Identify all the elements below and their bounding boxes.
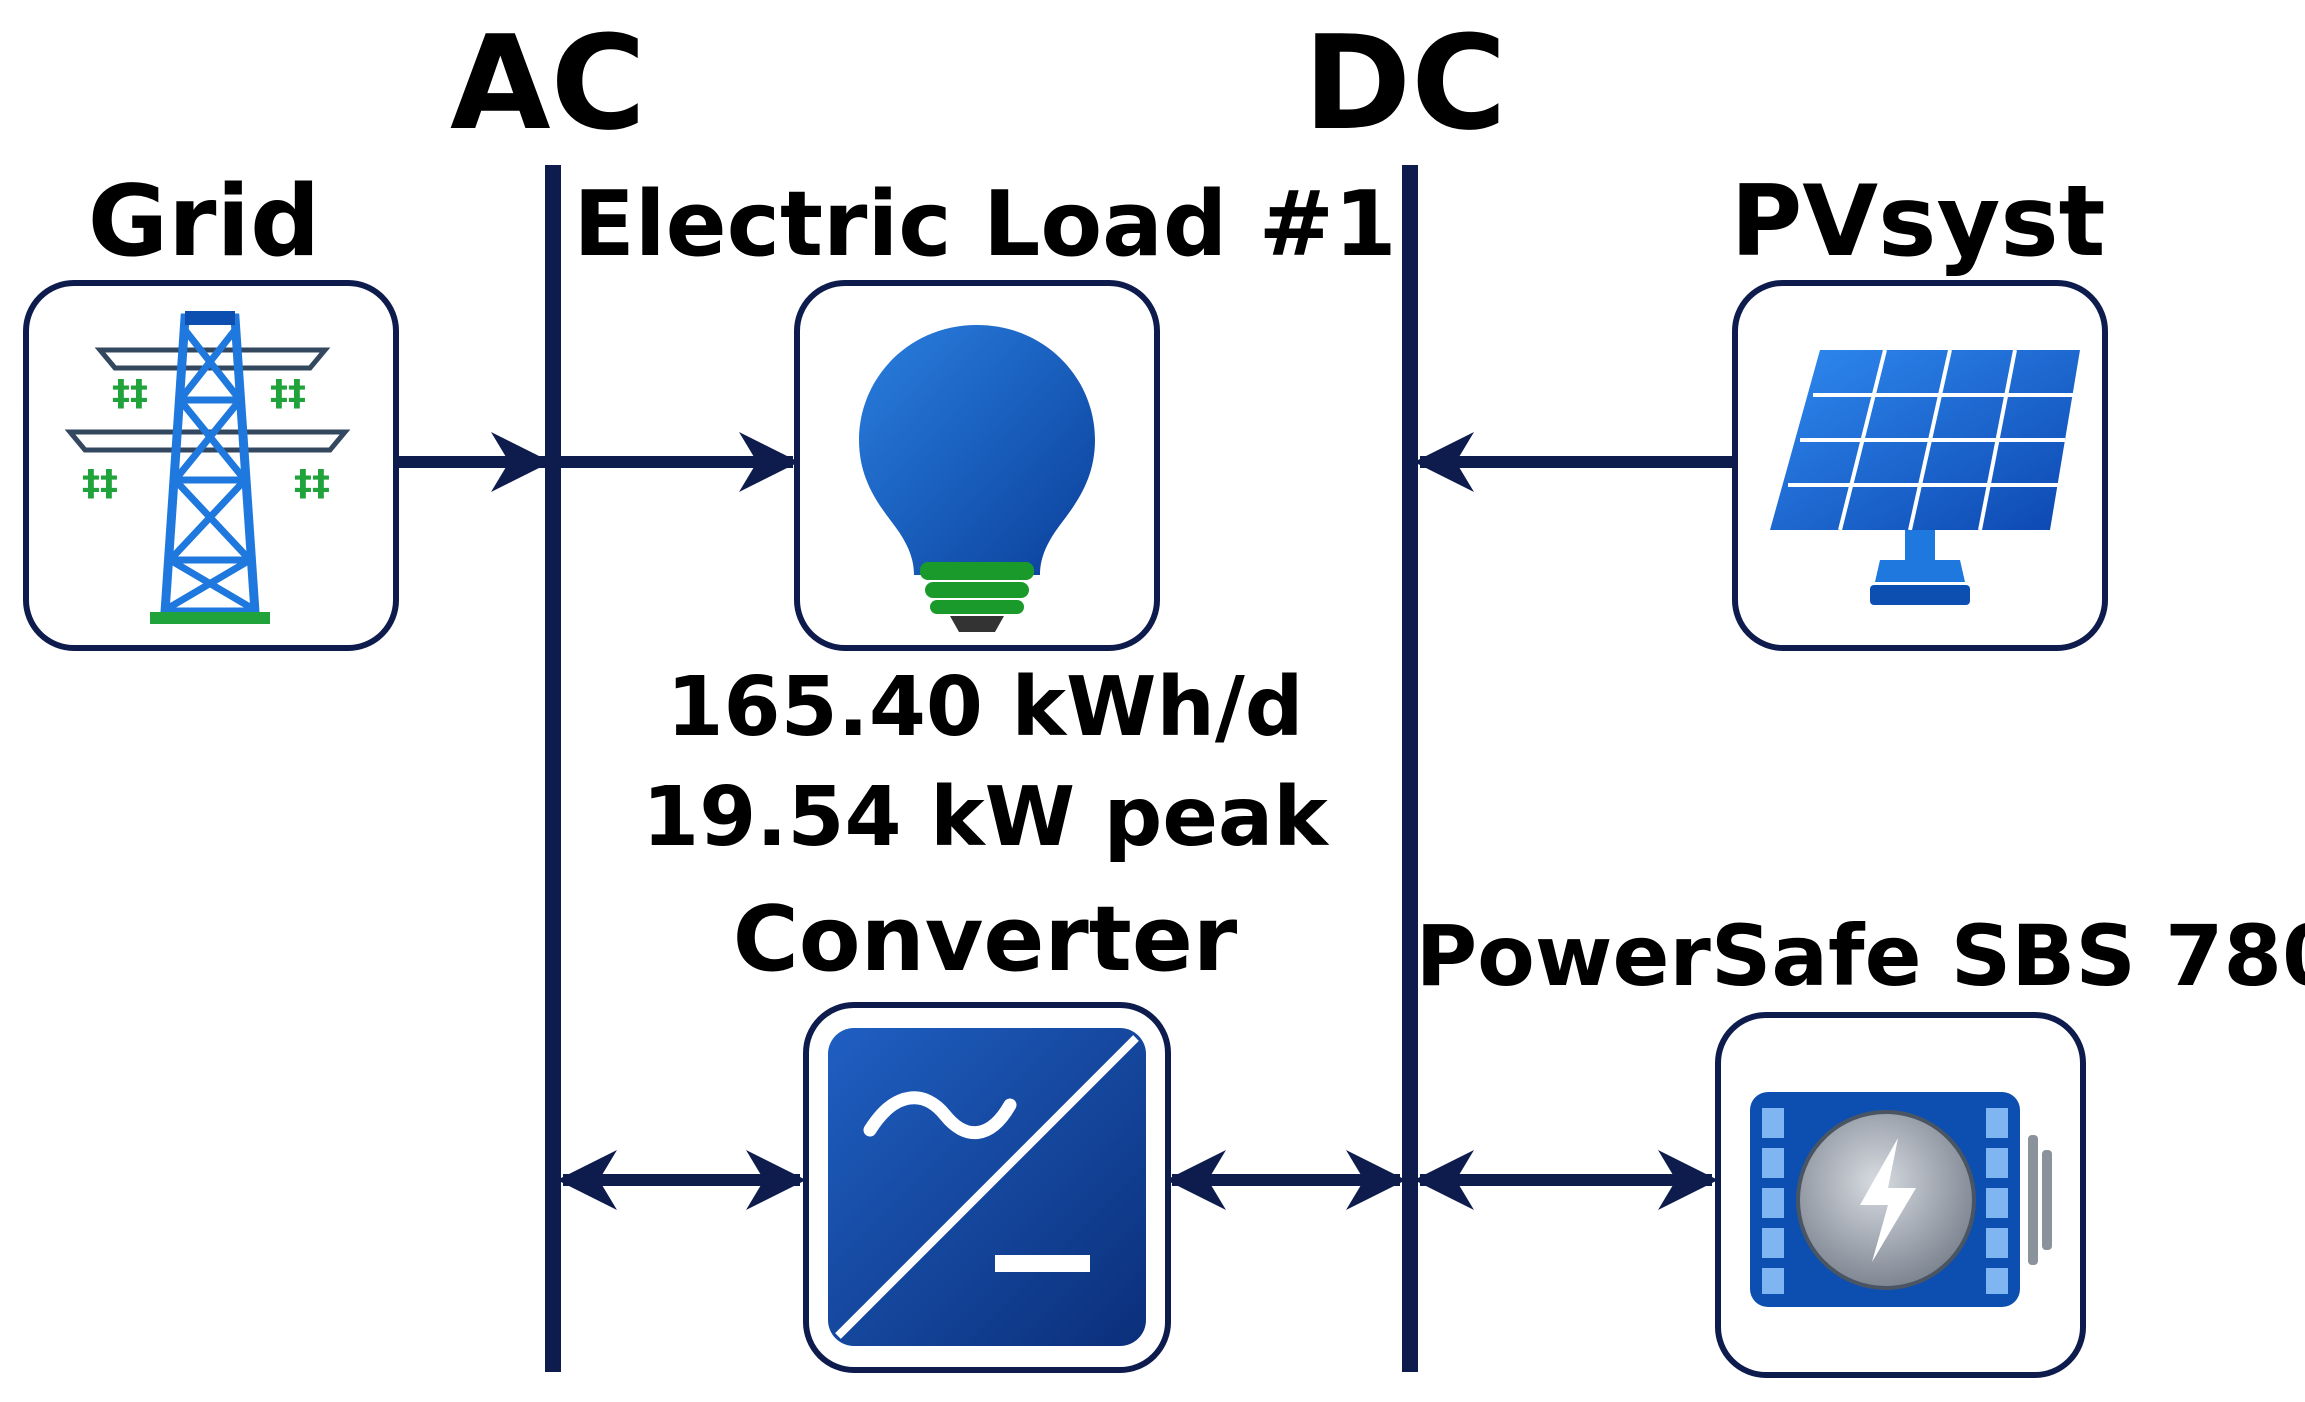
dc-bus-label: DC bbox=[1303, 7, 1506, 159]
battery-component bbox=[1715, 1012, 2086, 1378]
svg-text:‡‡: ‡‡ bbox=[294, 463, 330, 504]
ac-bus-label: AC bbox=[450, 7, 646, 159]
transmission-tower-icon: ‡‡ ‡‡ ‡‡ ‡‡ bbox=[64, 311, 351, 624]
load-peak-power: 19.54 kW peak bbox=[642, 770, 1330, 865]
load-daily-energy: 165.40 kWh/d bbox=[667, 660, 1304, 755]
grid-component: ‡‡ ‡‡ ‡‡ ‡‡ bbox=[23, 280, 399, 651]
load-component bbox=[794, 280, 1160, 651]
battery-label: PowerSafe SBS 780 bbox=[1416, 907, 2305, 1005]
solar-panel-icon bbox=[1770, 349, 2080, 605]
load-label: Electric Load #1 bbox=[573, 172, 1396, 277]
converter-label: Converter bbox=[733, 887, 1238, 992]
svg-text:‡‡: ‡‡ bbox=[270, 373, 306, 414]
battery-icon bbox=[1750, 1092, 2052, 1307]
pv-label: PVsyst bbox=[1730, 165, 2105, 279]
grid-label: Grid bbox=[88, 165, 321, 279]
light-bulb-icon bbox=[859, 325, 1095, 632]
svg-text:‡‡: ‡‡ bbox=[112, 373, 148, 414]
grid-box bbox=[23, 280, 399, 651]
ac-dc-converter-icon bbox=[828, 1028, 1146, 1346]
pv-component bbox=[1732, 280, 2108, 651]
converter-component bbox=[803, 1002, 1171, 1373]
svg-text:‡‡: ‡‡ bbox=[82, 463, 118, 504]
